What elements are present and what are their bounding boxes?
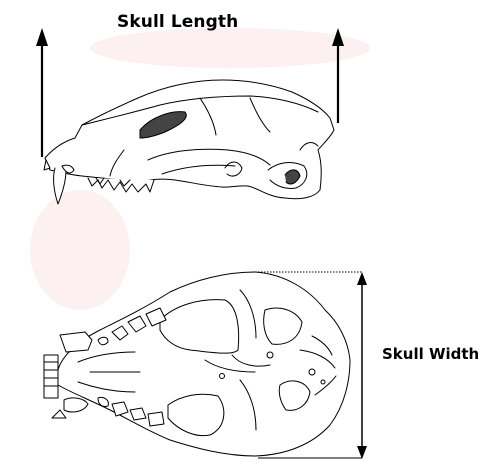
length-arrow-left (36, 28, 48, 157)
skull-width-label: Skull Width (382, 345, 479, 363)
skull-length-label: Skull Length (117, 12, 238, 32)
lateral-skull-drawing (44, 80, 334, 204)
width-arrow-head-top (357, 272, 367, 285)
width-arrow-head-bottom (357, 446, 367, 459)
background-smudges (30, 28, 370, 310)
length-arrow-right (332, 28, 344, 123)
